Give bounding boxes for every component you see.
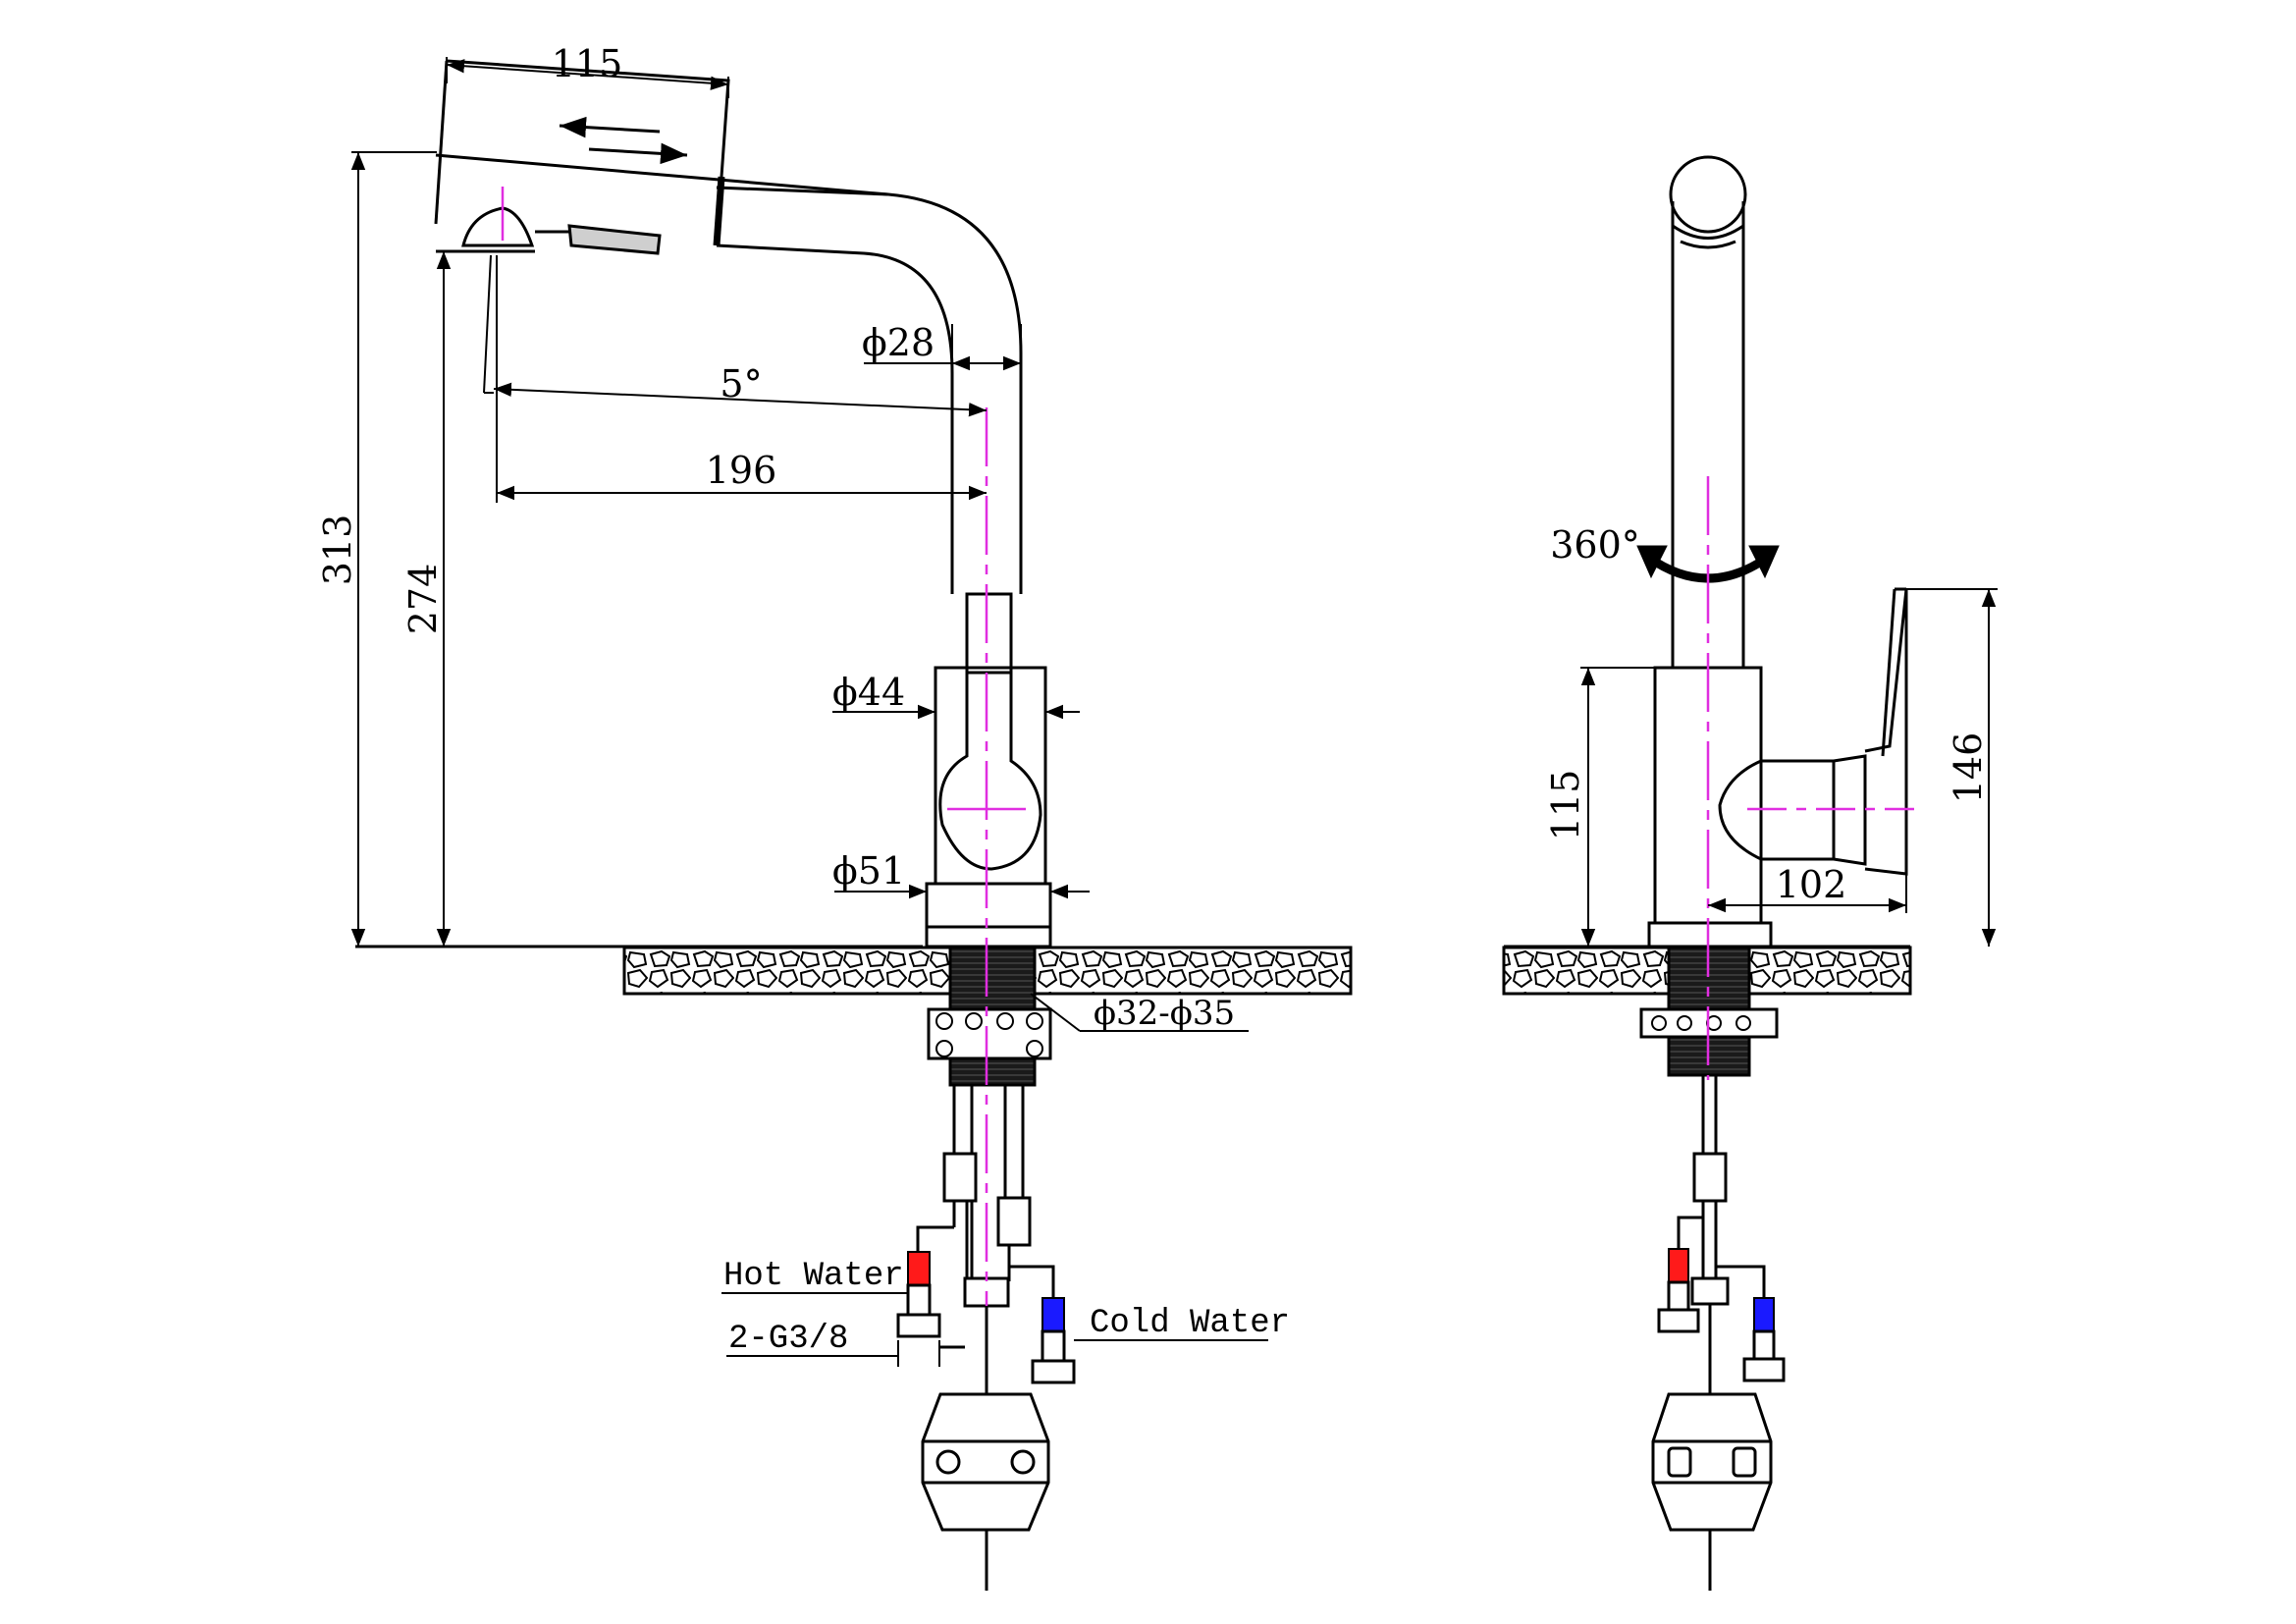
dim-handle-reach: 102 xyxy=(1776,863,1847,906)
label-cold-water: Cold Water xyxy=(1090,1305,1290,1342)
dim-tilt-angle: 5° xyxy=(720,362,762,406)
dim-spout-height: 274 xyxy=(401,564,445,635)
dim-spray-head-length: 115 xyxy=(552,42,623,85)
dim-body-diameter: ϕ44 xyxy=(832,671,905,714)
side-view: 115 313 274 ϕ28 5° 196 ϕ44 ϕ51 xyxy=(316,42,1353,1591)
dim-total-height: 313 xyxy=(316,514,359,586)
dim-handle-height: 146 xyxy=(1947,732,1990,804)
dim-rotation: 360° xyxy=(1550,523,1640,567)
front-view: 360° 115 146 102 xyxy=(1502,155,1998,1591)
hot-water-valve-front xyxy=(1668,1248,1689,1283)
dim-spout-reach: 196 xyxy=(706,449,777,492)
cold-water-valve-side xyxy=(1041,1297,1065,1332)
label-connection: 2-G3/8 xyxy=(728,1321,848,1358)
dim-base-diameter: ϕ51 xyxy=(832,849,905,893)
hot-water-valve-side xyxy=(907,1251,931,1286)
dim-spout-tube-diameter: ϕ28 xyxy=(862,321,934,364)
label-hot-water: Hot Water xyxy=(723,1258,904,1295)
dim-mounting-hole: ϕ32-ϕ35 xyxy=(1094,994,1235,1033)
cold-water-valve-front xyxy=(1753,1297,1775,1332)
dim-body-height: 115 xyxy=(1544,770,1587,841)
